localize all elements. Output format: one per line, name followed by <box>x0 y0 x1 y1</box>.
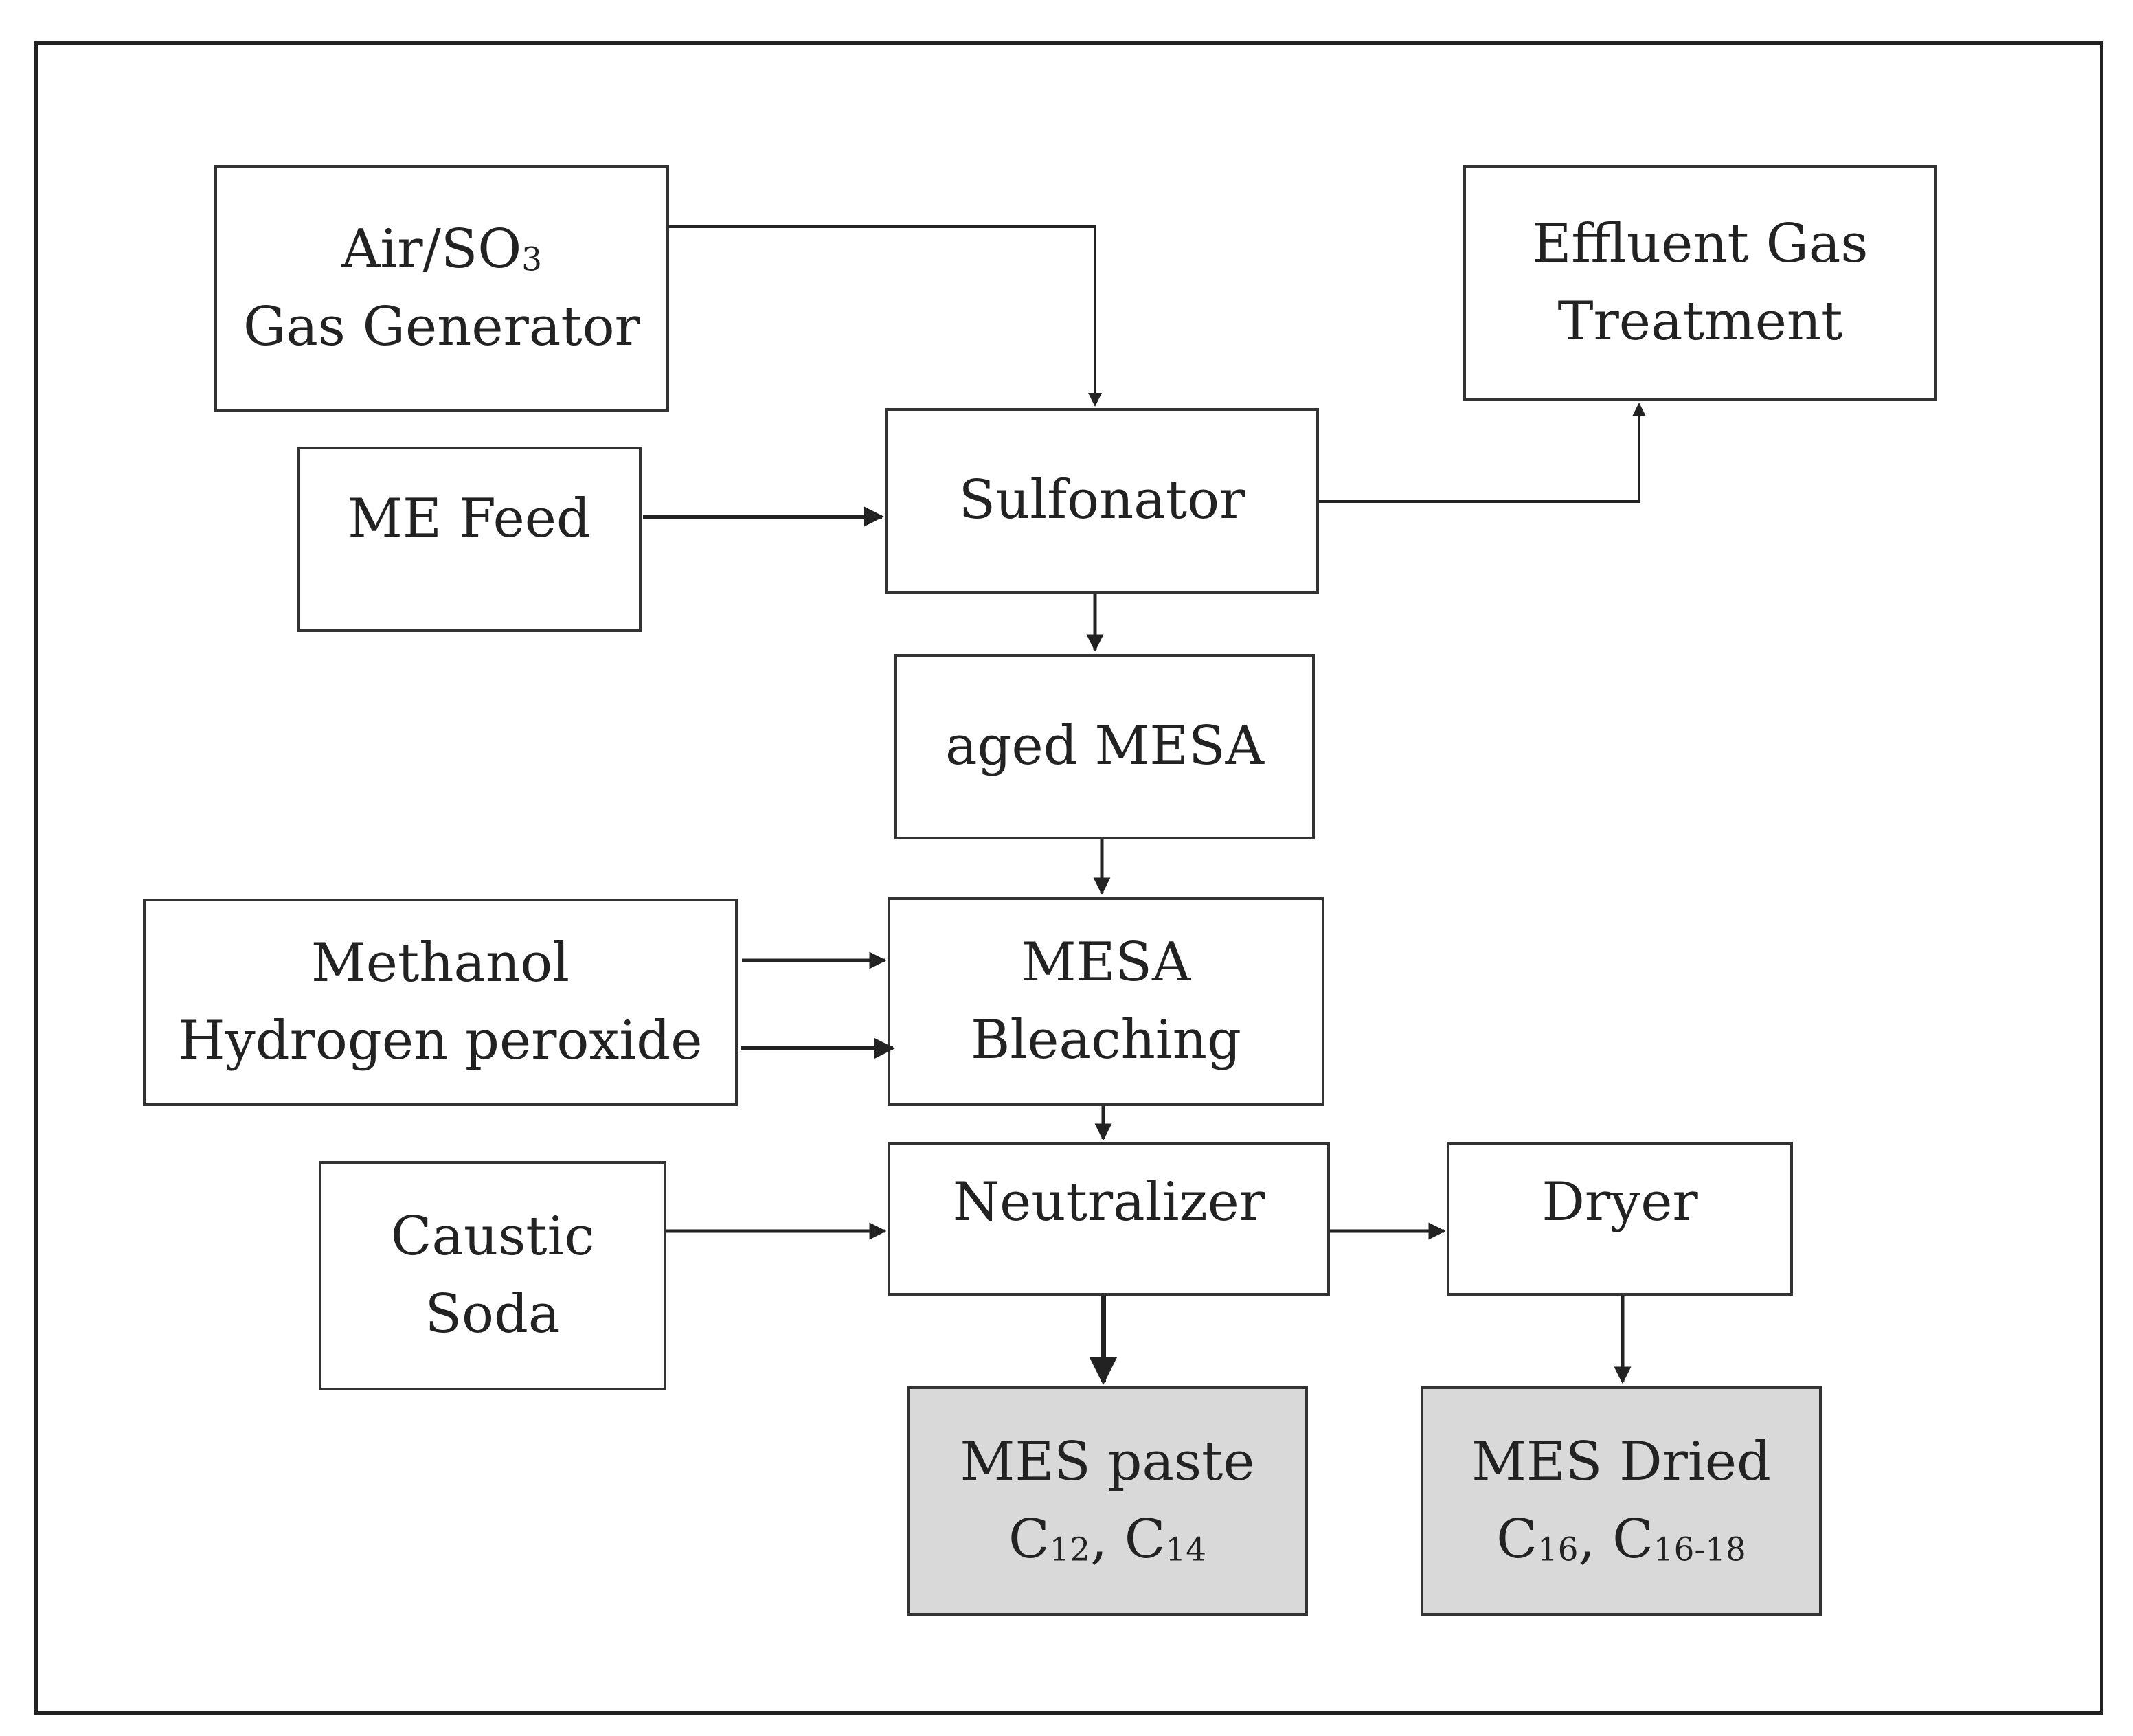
mes-paste-label: MES paste <box>960 1430 1255 1493</box>
aged-mesa-node: aged MESA <box>894 654 1315 839</box>
me-feed-label: ME Feed <box>348 488 591 550</box>
diagram-frame <box>34 41 2103 1715</box>
aged-mesa-label: aged MESA <box>945 715 1264 778</box>
effluent-gas-treatment-node: Effluent Gas Treatment <box>1463 165 1937 401</box>
me-feed-node: ME Feed <box>297 447 642 632</box>
dryer-label: Dryer <box>1542 1171 1698 1233</box>
air-so3-label: Air/SO3 <box>341 218 542 280</box>
effluent-gas-label: Effluent Gas <box>1532 212 1869 275</box>
methanol-label: Methanol <box>311 932 570 994</box>
mes-paste-product-node: MES paste C12, C14 <box>907 1386 1308 1616</box>
caustic-label: Caustic <box>390 1205 595 1267</box>
neutralizer-label: Neutralizer <box>952 1171 1265 1233</box>
caustic-soda-node: Caustic Soda <box>319 1161 666 1390</box>
mesa-bleaching-node: MESA Bleaching <box>888 897 1324 1106</box>
neutralizer-node: Neutralizer <box>888 1142 1330 1296</box>
methanol-hydrogen-peroxide-node: Methanol Hydrogen peroxide <box>143 899 738 1106</box>
mes-dried-carbon-chains: C16, C16-18 <box>1496 1509 1746 1570</box>
dryer-node: Dryer <box>1447 1142 1793 1296</box>
mes-dried-product-node: MES Dried C16, C16-18 <box>1421 1386 1822 1616</box>
sulfonator-label: Sulfonator <box>958 469 1245 532</box>
sulfonator-node: Sulfonator <box>885 408 1319 594</box>
soda-label: Soda <box>425 1283 561 1345</box>
air-so3-gas-generator-node: Air/SO3 Gas Generator <box>214 165 669 412</box>
treatment-label: Treatment <box>1557 291 1843 352</box>
mes-paste-carbon-chains: C12, C14 <box>1008 1509 1207 1570</box>
bleaching-label: Bleaching <box>971 1009 1241 1071</box>
gas-generator-label: Gas Generator <box>243 296 640 358</box>
mes-dried-label: MES Dried <box>1471 1430 1771 1493</box>
hydrogen-peroxide-label: Hydrogen peroxide <box>178 1010 703 1072</box>
mesa-label: MESA <box>1021 931 1191 993</box>
